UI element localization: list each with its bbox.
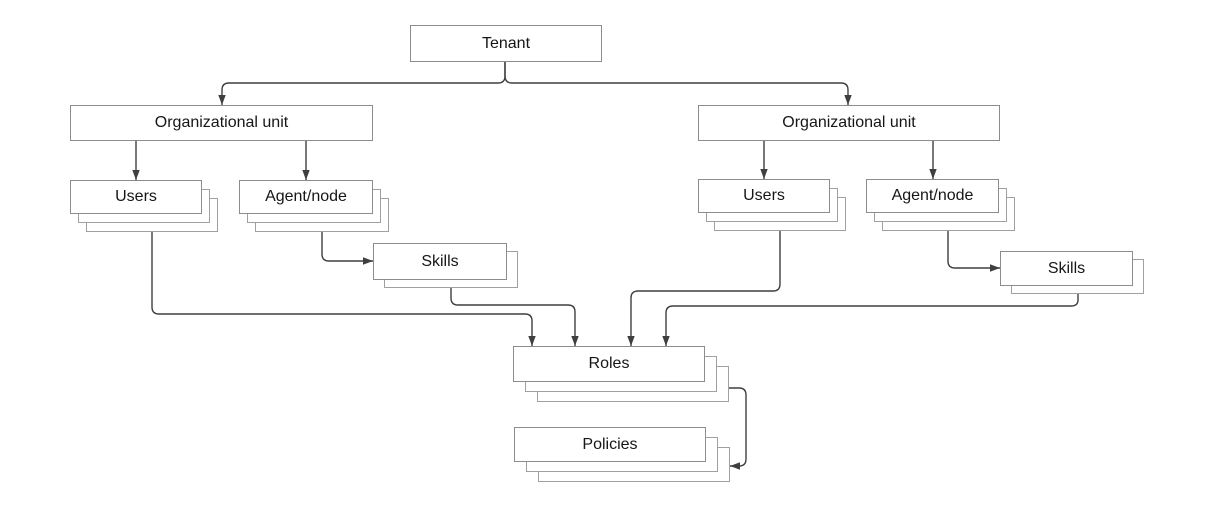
edge-roles-to-policies <box>729 387 747 470</box>
node-roles-label: Roles <box>588 355 630 372</box>
node-policies-label: Policies <box>582 435 638 453</box>
node-users-right-label: Users <box>743 187 785 204</box>
node-ou-left: Organizational unit <box>70 105 373 141</box>
node-agent-left-label: Agent/node <box>265 188 347 205</box>
node-skills-right-label: Skills <box>1047 259 1086 277</box>
node-ou-right-label: Organizational unit <box>782 114 916 131</box>
node-tenant-label: Tenant <box>481 34 531 52</box>
node-agent-left: Agent/node <box>239 180 373 214</box>
edge-users-left-to-roles <box>151 232 536 346</box>
node-ou-right: Organizational unit <box>698 105 1000 141</box>
node-skills-left: Skills <box>373 243 507 280</box>
edge-users-right-to-roles <box>627 231 781 346</box>
edge-skills-left-to-roles <box>450 288 579 346</box>
node-tenant: Tenant <box>410 25 602 62</box>
node-users-left-label: Users <box>115 188 157 205</box>
edge-agent-right-to-skills-right <box>947 231 1000 272</box>
edge-skills-right-to-roles <box>662 294 1079 346</box>
node-agent-right: Agent/node <box>866 179 999 213</box>
edge-agent-left-to-skills-left <box>321 232 373 265</box>
node-roles: Roles <box>513 346 705 382</box>
node-users-left: Users <box>70 180 202 214</box>
node-skills-left-label: Skills <box>421 252 459 270</box>
edge-tenant-to-ou-left <box>218 62 506 105</box>
node-ou-left-label: Organizational unit <box>154 114 289 131</box>
edge-tenant-to-ou-right <box>504 62 852 105</box>
node-policies: Policies <box>514 427 706 462</box>
node-agent-right-label: Agent/node <box>891 187 974 204</box>
node-users-right: Users <box>698 179 830 213</box>
node-skills-right: Skills <box>1000 251 1133 286</box>
